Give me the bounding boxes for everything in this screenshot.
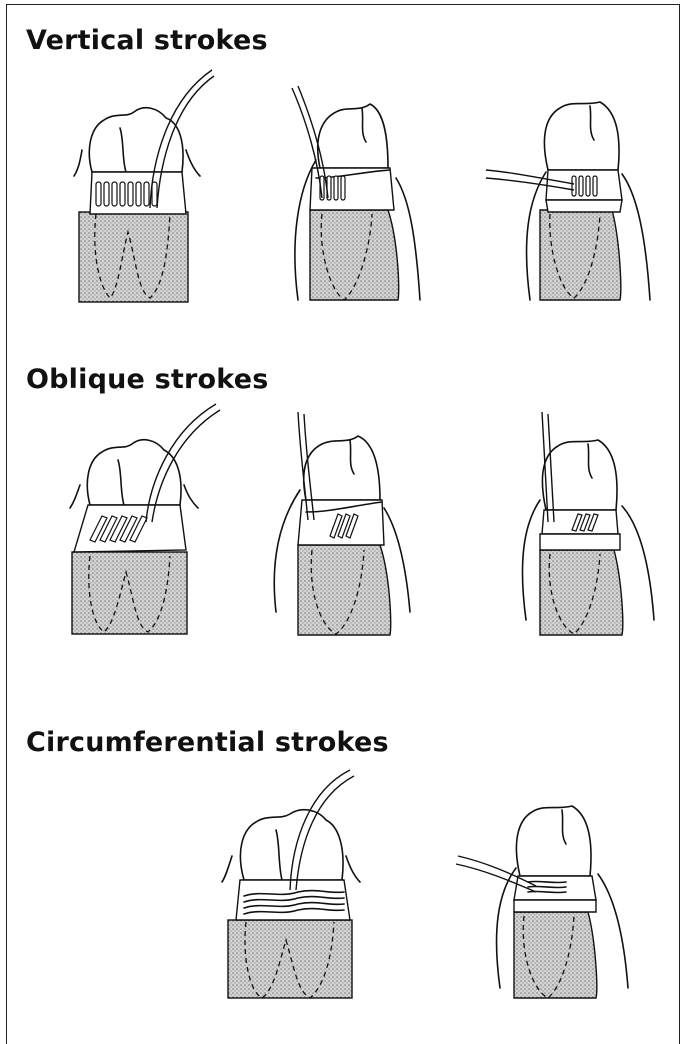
- oblique-incisor-illustration: [522, 412, 654, 635]
- vertical-premolar-illustration: [292, 86, 420, 300]
- circumferential-molar-illustration: [222, 770, 360, 998]
- oblique-molar-illustration: [70, 404, 220, 634]
- illustration-canvas: [0, 0, 683, 1013]
- vertical-incisor-illustration: [486, 102, 650, 300]
- oblique-premolar-illustration: [274, 412, 410, 635]
- circumferential-incisor-illustration: [456, 806, 628, 998]
- vertical-molar-illustration: [74, 70, 214, 302]
